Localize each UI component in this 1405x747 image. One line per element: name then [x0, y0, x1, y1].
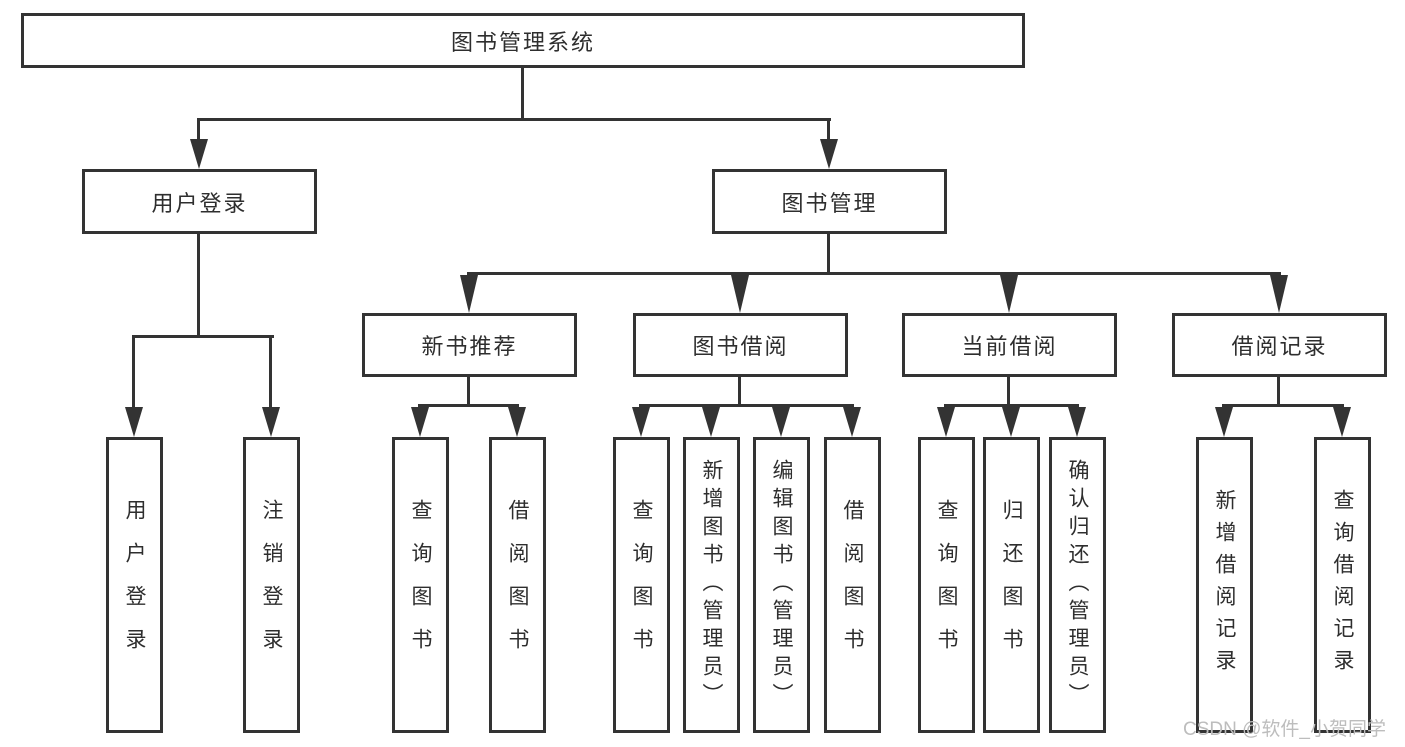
- leaf-borrow-books: 借阅图书: [824, 437, 881, 733]
- arrowhead-down: [190, 139, 208, 169]
- leaf-return-book: 归还图书: [983, 437, 1040, 733]
- arrowhead-down: [460, 275, 478, 313]
- connector-user-login-bus: [132, 335, 274, 338]
- node-current-borrow: 当前借阅: [902, 313, 1117, 377]
- arrowhead-down: [843, 407, 861, 437]
- leaf-confirm-return-admin: 确认归还（管理员）: [1049, 437, 1106, 733]
- arrowhead-down: [1333, 407, 1351, 437]
- leaf-borrow-books-recommend: 借阅图书: [489, 437, 546, 733]
- node-borrow-records-label: 借阅记录: [1231, 334, 1328, 359]
- arrowhead-down: [411, 407, 429, 437]
- node-new-book-recommend-label: 新书推荐: [421, 334, 518, 359]
- arrowhead-down: [1000, 275, 1018, 313]
- node-book-borrow: 图书借阅: [633, 313, 848, 377]
- leaf-query-books-borrow: 查询图书: [613, 437, 670, 733]
- arrowhead-down: [772, 407, 790, 437]
- arrowhead-down: [1270, 275, 1288, 313]
- arrowhead-down: [508, 407, 526, 437]
- connector-level3-bus: [467, 272, 1281, 275]
- connector-borrow-stub: [738, 375, 741, 407]
- node-book-borrow-label: 图书借阅: [692, 334, 789, 359]
- connector-newbook-stub: [467, 375, 470, 407]
- connector-root-stub: [521, 66, 524, 121]
- arrowhead-down: [125, 407, 143, 437]
- connector-current-bus: [944, 404, 1079, 407]
- arrowhead-down: [731, 275, 749, 313]
- leaf-add-book-admin: 新增图书（管理员）: [683, 437, 740, 733]
- leaf-logout: 注销登录: [243, 437, 300, 733]
- arrowhead-down: [632, 407, 650, 437]
- connector-book-mgmt-shaft: [827, 118, 830, 152]
- leaf-user-login: 用户登录: [106, 437, 163, 733]
- node-root-label: 图书管理系统: [450, 29, 595, 55]
- arrowhead-down: [820, 139, 838, 169]
- node-current-borrow-label: 当前借阅: [961, 334, 1058, 359]
- arrowhead-down: [937, 407, 955, 437]
- arrowhead-down: [1215, 407, 1233, 437]
- connector-newbook-bus: [418, 404, 519, 407]
- connector-leaf-shaft: [269, 335, 272, 413]
- leaf-add-borrow-record: 新增借阅记录: [1196, 437, 1253, 733]
- node-new-book-recommend: 新书推荐: [362, 313, 577, 377]
- arrowhead-down: [1002, 407, 1020, 437]
- connector-borrow-bus: [639, 404, 854, 407]
- node-user-login-label: 用户登录: [151, 190, 248, 216]
- node-user-login: 用户登录: [82, 169, 317, 234]
- connector-book-mgmt-stub: [827, 232, 830, 275]
- connector-user-login-shaft: [197, 118, 200, 152]
- leaf-edit-book-admin: 编辑图书（管理员）: [753, 437, 810, 733]
- leaf-query-borrow-record: 查询借阅记录: [1314, 437, 1371, 733]
- connector-level2-bus: [197, 118, 831, 121]
- connector-leaf-shaft: [132, 335, 135, 413]
- connector-user-login-stub: [197, 232, 200, 338]
- watermark: CSDN @软件_小贺同学: [1183, 719, 1386, 740]
- node-borrow-records: 借阅记录: [1172, 313, 1387, 377]
- node-book-management-label: 图书管理: [781, 190, 878, 216]
- arrowhead-down: [702, 407, 720, 437]
- node-book-management: 图书管理: [712, 169, 947, 234]
- connector-current-stub: [1007, 375, 1010, 407]
- node-root: 图书管理系统: [21, 13, 1025, 68]
- arrowhead-down: [1068, 407, 1086, 437]
- arrowhead-down: [262, 407, 280, 437]
- connector-records-bus: [1222, 404, 1344, 407]
- leaf-query-books-recommend: 查询图书: [392, 437, 449, 733]
- connector-records-stub: [1277, 375, 1280, 407]
- leaf-query-books-current: 查询图书: [918, 437, 975, 733]
